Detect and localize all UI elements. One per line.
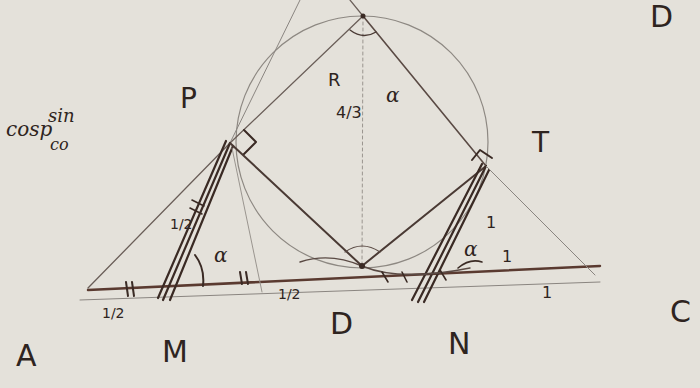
angle-mark	[350, 30, 376, 36]
side-line	[88, 143, 230, 288]
tick-mark	[382, 270, 446, 282]
right-angle-mark	[244, 130, 256, 154]
line	[230, 0, 300, 143]
line	[232, 148, 262, 292]
angle-mark	[458, 261, 482, 268]
tick-mark	[240, 272, 248, 284]
length-label: 1/2	[276, 286, 303, 302]
point-label: T	[530, 128, 551, 158]
tick-mark	[190, 200, 204, 214]
note-text: sin	[46, 106, 77, 126]
point-label: M	[160, 336, 190, 368]
note-text: cosp	[4, 118, 54, 140]
arc	[300, 258, 470, 275]
point	[361, 14, 366, 19]
point-label: N	[446, 328, 472, 360]
line	[350, 0, 363, 16]
line	[230, 143, 362, 266]
angle-mark	[195, 255, 203, 286]
length-label: 1	[484, 214, 498, 232]
thick-line	[158, 141, 233, 300]
point-label: D	[648, 1, 675, 33]
length-label: 1	[540, 284, 554, 302]
tangent-line	[363, 16, 486, 166]
angle-label: α	[212, 244, 230, 266]
point-label: P	[178, 84, 199, 114]
length-label: 1	[500, 248, 514, 266]
length-label: R	[326, 70, 343, 90]
tick-mark	[126, 282, 134, 296]
length-label: 1/2	[168, 216, 195, 232]
right-angle-mark	[472, 150, 492, 160]
point	[359, 263, 365, 269]
radius	[362, 16, 363, 266]
line	[486, 166, 595, 275]
point-label: C	[668, 296, 693, 328]
point-label: D	[328, 308, 355, 340]
thick-line	[412, 164, 489, 302]
base-line	[88, 266, 600, 290]
length-label: 1/2	[100, 305, 127, 321]
angle-mark	[345, 246, 380, 252]
note-text: co	[48, 136, 71, 154]
angle-label: α	[384, 84, 402, 106]
tangent-line	[230, 16, 363, 143]
length-label: 4/3	[334, 104, 364, 122]
angle-label: α	[462, 238, 480, 260]
point-label: A	[14, 340, 39, 372]
